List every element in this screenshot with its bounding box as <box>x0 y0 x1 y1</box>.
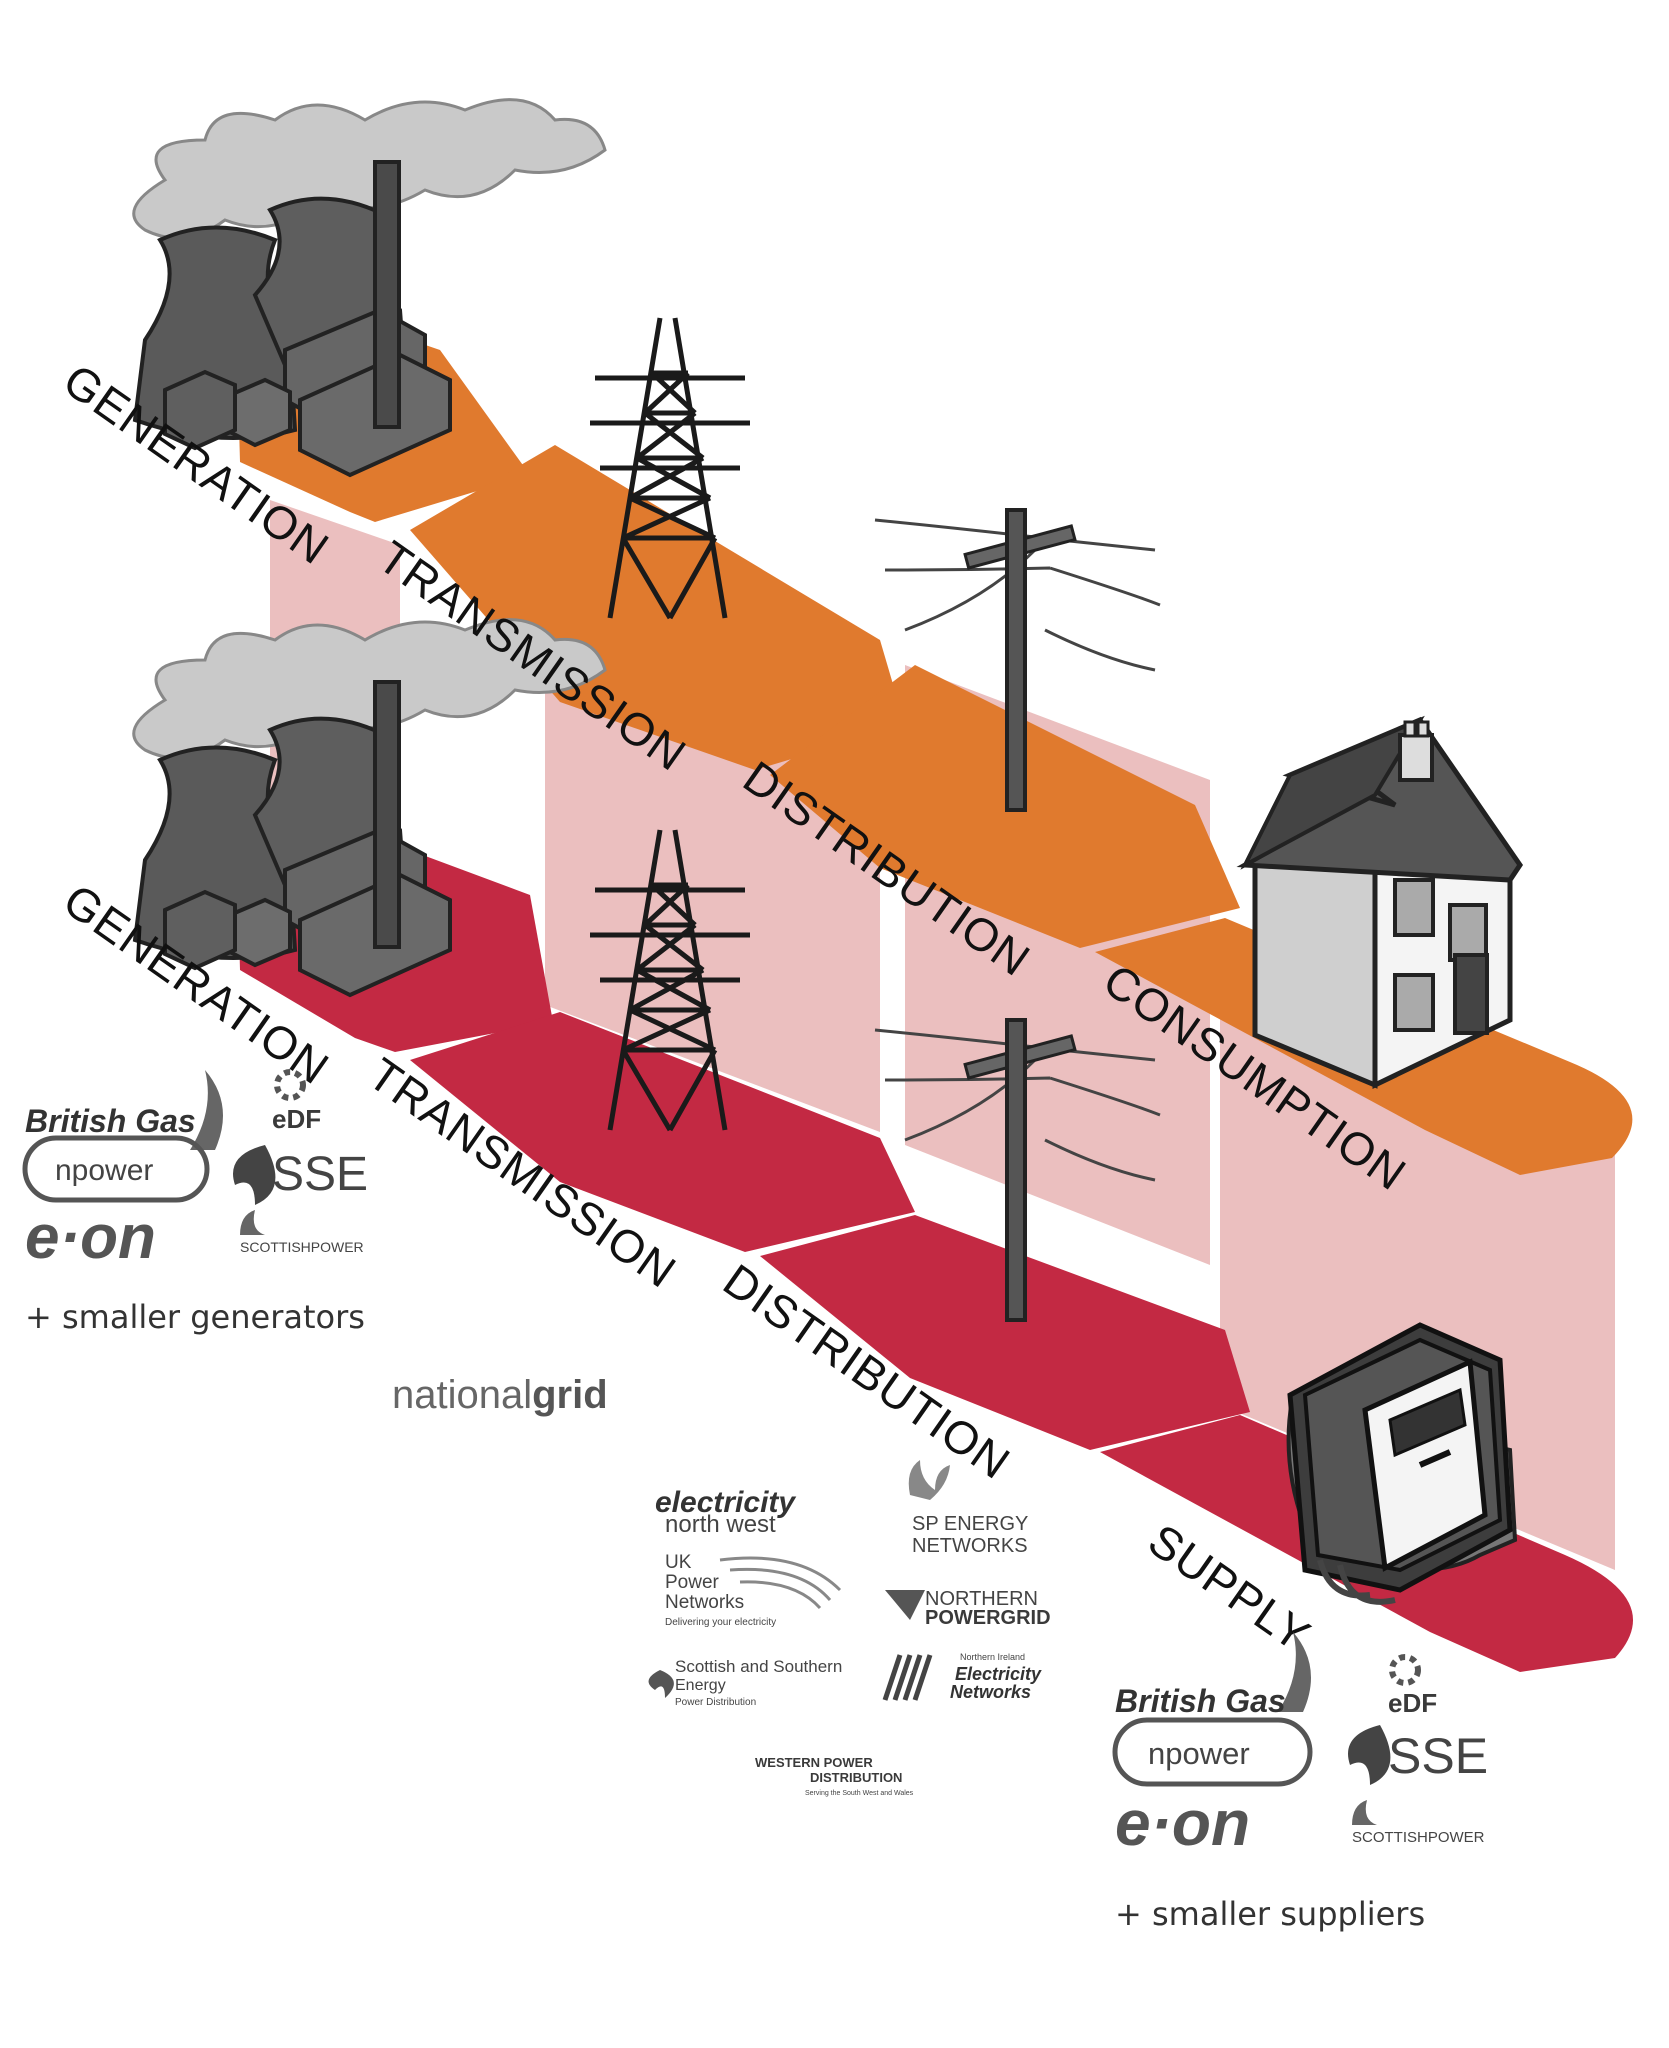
ukpn-swoosh-icon <box>719 1556 842 1610</box>
sse-pd-line-2: Energy <box>675 1677 726 1694</box>
npg-line-2: POWERGRID <box>925 1607 1051 1629</box>
transmission-segment <box>410 1012 915 1252</box>
nie-stripes-icon <box>882 1654 933 1701</box>
generator-logos: British Gas eDF npower SSE e·on SCOTTISH… <box>22 1069 368 1336</box>
distribution-logos: electricity north west SP ENERGY NETWORK… <box>648 1460 1051 1797</box>
edf-logo: eDF <box>1388 1688 1437 1718</box>
scottishpower-flame-icon <box>1352 1800 1377 1825</box>
sp-line-2: NETWORKS <box>912 1535 1028 1557</box>
british-gas-logo: British Gas <box>25 1103 196 1139</box>
british-gas-logo: British Gas <box>1115 1683 1286 1719</box>
sse-pd-line-1: Scottish and Southern <box>675 1657 842 1676</box>
ukpn-line-2: Power <box>665 1572 720 1593</box>
utility-pole-icon <box>874 508 1161 812</box>
smaller-generators-caption: + smaller generators <box>25 1298 365 1336</box>
power-station-icon <box>132 618 607 998</box>
edf-flower-icon <box>274 1069 306 1101</box>
smaller-suppliers-caption: + smaller suppliers <box>1115 1895 1425 1933</box>
npg-arrow-icon <box>885 1590 925 1620</box>
meter-icon <box>1286 1322 1518 1605</box>
sse-pd-swirl-icon <box>648 1670 674 1698</box>
power-station-icon <box>132 98 607 478</box>
supplier-logos: British Gas eDF npower SSE e·on SCOTTISH… <box>1112 1632 1488 1933</box>
eon-logo: e·on <box>25 1203 156 1272</box>
transmission-segment <box>410 445 905 770</box>
ukpn-line-1: UK <box>665 1552 692 1573</box>
sse-swirl-icon <box>233 1145 276 1205</box>
nie-line-3: Networks <box>950 1682 1031 1702</box>
npower-logo-frame <box>22 1135 210 1203</box>
enw-logo-top: electricity <box>655 1486 796 1519</box>
utility-pole-icon <box>874 1018 1161 1322</box>
scottishpower-flame-icon <box>240 1210 265 1235</box>
npower-logo: npower <box>1148 1736 1250 1771</box>
national-grid-logo: nationalgrid <box>392 1373 608 1417</box>
edf-flower-icon <box>1389 1654 1421 1686</box>
national-grid-wordmark: nationalgrid <box>392 1373 608 1417</box>
wpd-line-1: WESTERN POWER <box>755 1755 873 1770</box>
wpd-line-2: DISTRIBUTION <box>810 1770 902 1785</box>
nie-line-1: Northern Ireland <box>960 1652 1025 1662</box>
sp-flame-icon <box>908 1460 950 1500</box>
sse-logo: SSE <box>272 1148 368 1201</box>
ukpn-tagline: Delivering your electricity <box>665 1617 776 1628</box>
nie-line-2: Electricity <box>955 1664 1042 1684</box>
flame-icon <box>1278 1632 1311 1712</box>
scottishpower-logo: SCOTTISHPOWER <box>1352 1829 1485 1846</box>
wpd-tagline: Serving the South West and Wales <box>805 1790 914 1797</box>
eon-logo: e·on <box>1115 1787 1250 1859</box>
npower-logo: npower <box>55 1154 153 1187</box>
sse-swirl-icon <box>1348 1725 1391 1785</box>
sp-line-1: SP ENERGY <box>912 1513 1028 1535</box>
flame-icon <box>190 1070 223 1150</box>
sse-pd-line-3: Power Distribution <box>675 1697 756 1708</box>
pylon-icon <box>590 317 750 620</box>
ukpn-line-3: Networks <box>665 1592 744 1613</box>
npg-line-1: NORTHERN <box>925 1588 1038 1610</box>
enw-logo-bottom: north west <box>665 1511 776 1538</box>
npower-logo-frame <box>1112 1717 1313 1787</box>
sse-logo: SSE <box>1388 1728 1488 1784</box>
pylon-icon <box>590 829 750 1132</box>
edf-logo: eDF <box>272 1104 321 1134</box>
distribution-segment <box>760 1215 1250 1450</box>
house-icon <box>1236 715 1524 1089</box>
scottishpower-logo: SCOTTISHPOWER <box>240 1239 364 1255</box>
